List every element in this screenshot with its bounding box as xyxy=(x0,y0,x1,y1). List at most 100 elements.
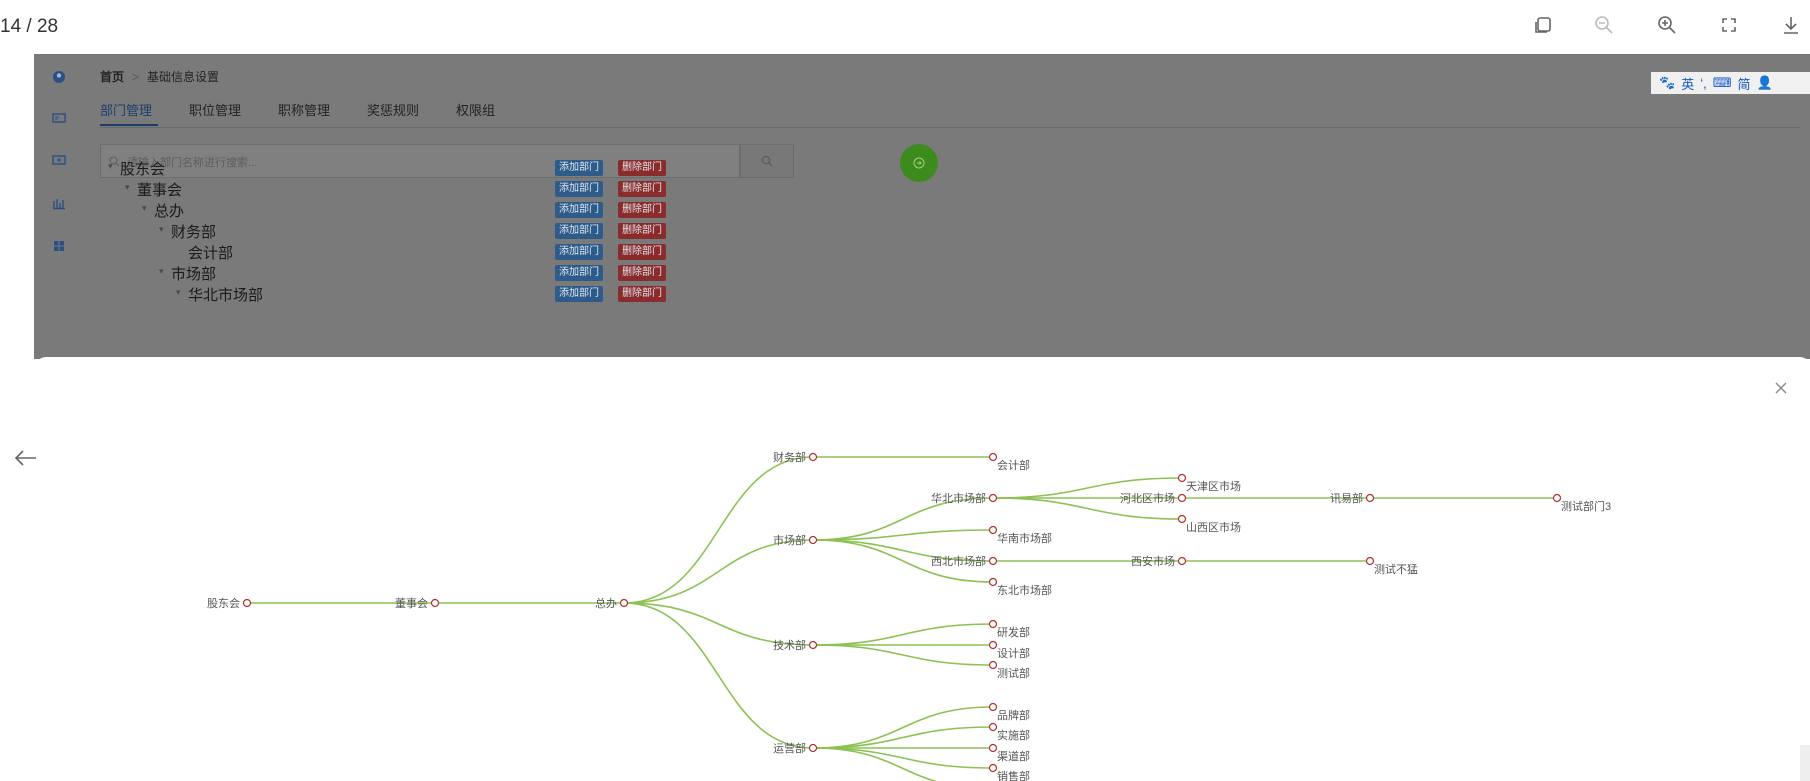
delete-department-button: 删除部门 xyxy=(618,244,666,260)
org-node[interactable] xyxy=(1177,556,1187,566)
org-link xyxy=(623,602,814,646)
org-link xyxy=(812,539,994,583)
search-icon xyxy=(761,155,773,167)
copy-icon[interactable] xyxy=(1528,10,1558,40)
org-node[interactable] xyxy=(808,640,818,650)
page-counter: 14 / 28 xyxy=(0,16,59,37)
org-node[interactable] xyxy=(988,493,998,503)
add-department-button: 添加部门 xyxy=(555,202,603,218)
org-node[interactable] xyxy=(808,452,818,462)
org-link xyxy=(812,747,994,769)
tree-label: 股东会 xyxy=(120,161,166,178)
org-node[interactable] xyxy=(988,660,998,670)
org-node[interactable] xyxy=(619,598,629,608)
ime-simplified: 简 xyxy=(1737,76,1751,92)
org-node[interactable] xyxy=(988,452,998,462)
zoom-in-icon[interactable] xyxy=(1652,10,1682,40)
tree-row: ▾财务部添加部门删除部门 xyxy=(34,221,734,245)
scrollbar[interactable] xyxy=(1800,745,1810,781)
caret-down-icon: ▾ xyxy=(142,204,147,214)
keyboard-icon: ⌨ xyxy=(1712,75,1732,90)
org-link xyxy=(812,644,994,666)
org-link xyxy=(812,726,994,749)
org-node[interactable] xyxy=(988,577,998,587)
download-icon[interactable] xyxy=(1776,10,1806,40)
org-link xyxy=(812,497,994,541)
tree-label: 会计部 xyxy=(188,245,234,262)
org-node[interactable] xyxy=(808,535,818,545)
delete-department-button: 删除部门 xyxy=(618,160,666,176)
org-link xyxy=(812,706,994,749)
org-node-label: 测试部 xyxy=(997,666,1030,680)
caret-down-icon: ▾ xyxy=(125,183,130,193)
org-node-label: 西北市场部 xyxy=(931,554,986,568)
tab-divider xyxy=(100,127,1800,128)
org-node[interactable] xyxy=(1177,493,1187,503)
org-link xyxy=(812,529,994,541)
tree-label: 财务部 xyxy=(171,224,217,241)
caret-down-icon: ▾ xyxy=(159,267,164,277)
tree-label: 总办 xyxy=(154,203,185,220)
org-node[interactable] xyxy=(1365,556,1375,566)
org-node[interactable] xyxy=(988,619,998,629)
org-link xyxy=(992,477,1183,499)
org-node-label: 财务部 xyxy=(773,450,806,464)
org-node[interactable] xyxy=(988,763,998,773)
org-node-label: 测试不猛 xyxy=(1374,563,1418,576)
org-node[interactable] xyxy=(988,722,998,732)
id-card-icon xyxy=(52,113,66,123)
bar-chart-icon xyxy=(53,199,65,210)
org-chart-nodes: 股东会董事会总办财务部会计部市场部华北市场部天津区市场河北区市场讯易部测试部门3… xyxy=(207,450,1611,781)
tree-row: ▾华北市场部添加部门删除部门 xyxy=(34,284,734,308)
back-arrow-icon[interactable] xyxy=(10,446,40,470)
breadcrumb: 首页>基础信息设置 xyxy=(100,70,220,84)
org-node[interactable] xyxy=(988,640,998,650)
org-node-label: 测试部门3 xyxy=(1561,499,1611,513)
user-icon xyxy=(53,71,65,83)
org-node-label: 天津区市场 xyxy=(1186,479,1241,493)
delete-department-button: 删除部门 xyxy=(618,181,666,197)
org-node-label: 市场部 xyxy=(773,533,806,547)
org-node-label: 品牌部 xyxy=(997,708,1030,722)
org-node-label: 河北区市场 xyxy=(1120,491,1175,505)
org-node[interactable] xyxy=(1365,493,1375,503)
org-node[interactable] xyxy=(1177,514,1187,524)
org-chart-links xyxy=(247,456,1557,781)
side-rail xyxy=(34,54,84,359)
tab-title: 职称管理 xyxy=(278,103,331,118)
org-node[interactable] xyxy=(988,525,998,535)
org-node-label: 董事会 xyxy=(395,597,428,610)
caret-down-icon: ▾ xyxy=(108,162,113,172)
org-link xyxy=(623,539,814,604)
tree-row: ▾市场部添加部门删除部门 xyxy=(34,263,734,287)
delete-department-button: 删除部门 xyxy=(618,223,666,239)
org-link xyxy=(992,497,1183,520)
active-tab-underline xyxy=(100,124,158,126)
org-node[interactable] xyxy=(988,743,998,753)
org-node[interactable] xyxy=(988,556,998,566)
org-node[interactable] xyxy=(242,598,252,608)
org-link xyxy=(812,539,994,562)
tree-row: ▾ 股东会 添加部门删除部门 xyxy=(34,158,734,182)
org-node-label: 研发部 xyxy=(997,625,1030,639)
windows-icon xyxy=(54,241,64,251)
tree-label: 董事会 xyxy=(137,182,183,199)
breadcrumb-current: 基础信息设置 xyxy=(147,70,220,84)
paw-icon: 🐾 xyxy=(1659,75,1676,90)
org-node[interactable] xyxy=(1552,493,1562,503)
org-node[interactable] xyxy=(430,598,440,608)
org-node-label: 技术部 xyxy=(773,638,806,652)
background-screenshot: 首页>基础信息设置 部门管理 职位管理 职称管理 奖惩规则 权限组 请输入部门名… xyxy=(34,54,1810,359)
close-icon[interactable] xyxy=(1770,377,1792,399)
fullscreen-icon[interactable] xyxy=(1714,10,1744,40)
viewer-toolbar: 14 / 28 xyxy=(0,0,1810,52)
search-placeholder: 请输入部门名称进行搜索... xyxy=(127,157,258,169)
org-node[interactable] xyxy=(1177,473,1187,483)
org-node-label: 总办 xyxy=(595,596,617,610)
org-node[interactable] xyxy=(988,702,998,712)
wallet-icon xyxy=(52,155,66,165)
org-link xyxy=(812,623,994,646)
zoom-out-icon[interactable] xyxy=(1589,10,1619,40)
org-node[interactable] xyxy=(808,743,818,753)
add-department-button: 添加部门 xyxy=(555,160,603,176)
